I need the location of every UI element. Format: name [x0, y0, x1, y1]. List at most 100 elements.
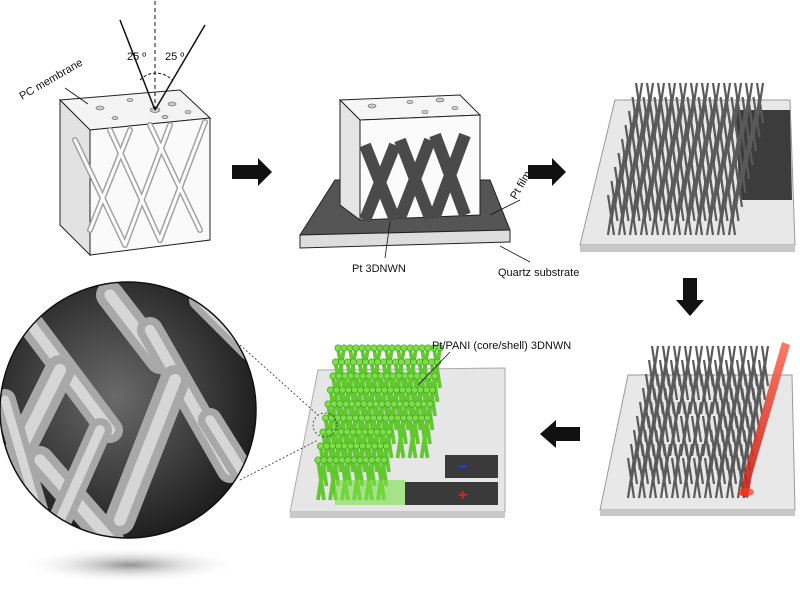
pani-knob — [376, 442, 384, 450]
pani-knob — [408, 400, 416, 408]
pani-knob — [348, 400, 356, 408]
pani-knob — [366, 400, 374, 408]
pani-knob — [328, 442, 336, 450]
pani-knob — [337, 358, 345, 366]
angle-left-label: 25 º — [127, 51, 146, 63]
pani-knob — [331, 428, 339, 436]
pani-knob — [332, 386, 340, 394]
pani-knob — [349, 428, 357, 436]
nanowire — [653, 96, 662, 138]
pani-knob — [399, 414, 407, 422]
nanowire — [727, 345, 737, 387]
nanowire — [697, 96, 706, 138]
pani-knob — [341, 372, 349, 380]
pani-knob — [326, 456, 334, 464]
pani-knob — [322, 442, 330, 450]
pani-knob — [321, 414, 329, 422]
pani-knob — [355, 428, 363, 436]
nanowire — [610, 180, 619, 222]
pani-knob — [375, 414, 383, 422]
pani-knob — [424, 344, 432, 352]
pani-knob — [382, 442, 390, 450]
pani-knob — [372, 400, 380, 408]
pt-3dnwn-label: Pt 3DNWN — [352, 263, 406, 275]
nanowire — [656, 82, 666, 124]
pani-knob — [324, 400, 332, 408]
pani-knob — [418, 344, 426, 352]
pani-knob — [374, 386, 382, 394]
pani-knob — [415, 358, 423, 366]
pani-knob — [383, 372, 391, 380]
nanowire — [420, 347, 430, 389]
nanowire — [384, 347, 394, 389]
step5-pt-pani-device — [289, 344, 506, 518]
nanowire — [645, 82, 655, 124]
pani-knob — [397, 358, 405, 366]
pani-knob — [358, 344, 366, 352]
pani-knob — [354, 400, 362, 408]
pani-knob — [336, 400, 344, 408]
nanowire — [664, 96, 673, 138]
nanowire — [661, 345, 671, 387]
nanowire — [738, 345, 748, 387]
nanowire — [711, 82, 721, 124]
pani-knob — [364, 442, 372, 450]
pani-knob — [407, 372, 415, 380]
nanowire — [432, 347, 442, 389]
nanowire — [348, 347, 358, 389]
pani-knob — [379, 358, 387, 366]
pani-knob — [326, 386, 334, 394]
pani-knob — [314, 456, 322, 464]
pani-knob — [431, 372, 439, 380]
pani-knob — [346, 344, 354, 352]
pani-knob — [423, 414, 431, 422]
pani-knob — [380, 456, 388, 464]
pani-knob — [356, 456, 364, 464]
nanowire — [606, 194, 616, 236]
pani-knob — [339, 414, 347, 422]
pani-knob — [344, 386, 352, 394]
pani-knob — [325, 428, 333, 436]
nanowire — [752, 96, 761, 138]
pani-knob — [419, 372, 427, 380]
pani-knob — [319, 428, 327, 436]
angle-right-label: 25 º — [165, 51, 184, 63]
step4-laser-patterning — [599, 342, 796, 516]
pani-knob — [333, 414, 341, 422]
pani-knob — [413, 372, 421, 380]
nanowire — [744, 82, 754, 124]
nanowire — [722, 82, 732, 124]
nanowire — [733, 82, 743, 124]
pani-knob — [373, 428, 381, 436]
nanowire — [694, 345, 704, 387]
pani-knob — [351, 414, 359, 422]
pani-knob — [352, 442, 360, 450]
pani-knob — [362, 386, 370, 394]
step1-pc-membrane — [58, 0, 212, 257]
pani-knob — [392, 386, 400, 394]
positive-electrode — [405, 482, 498, 505]
pani-knob — [416, 386, 424, 394]
pani-knob — [398, 386, 406, 394]
pani-knob — [382, 344, 390, 352]
nanowire — [642, 96, 651, 138]
pani-knob — [393, 414, 401, 422]
pani-knob — [403, 358, 411, 366]
pani-knob — [391, 358, 399, 366]
nanowire — [672, 345, 682, 387]
pani-knob — [380, 386, 388, 394]
pani-knob — [370, 442, 378, 450]
pani-knob — [343, 428, 351, 436]
pani-knob — [371, 372, 379, 380]
pani-knob — [426, 400, 434, 408]
pani-knob — [365, 372, 373, 380]
pani-knob — [406, 344, 414, 352]
pani-knob — [334, 442, 342, 450]
pani-knob — [367, 358, 375, 366]
pani-knob — [396, 400, 404, 408]
pani-knob — [361, 358, 369, 366]
pani-knob — [356, 386, 364, 394]
pani-knob — [405, 414, 413, 422]
pani-knob — [343, 358, 351, 366]
